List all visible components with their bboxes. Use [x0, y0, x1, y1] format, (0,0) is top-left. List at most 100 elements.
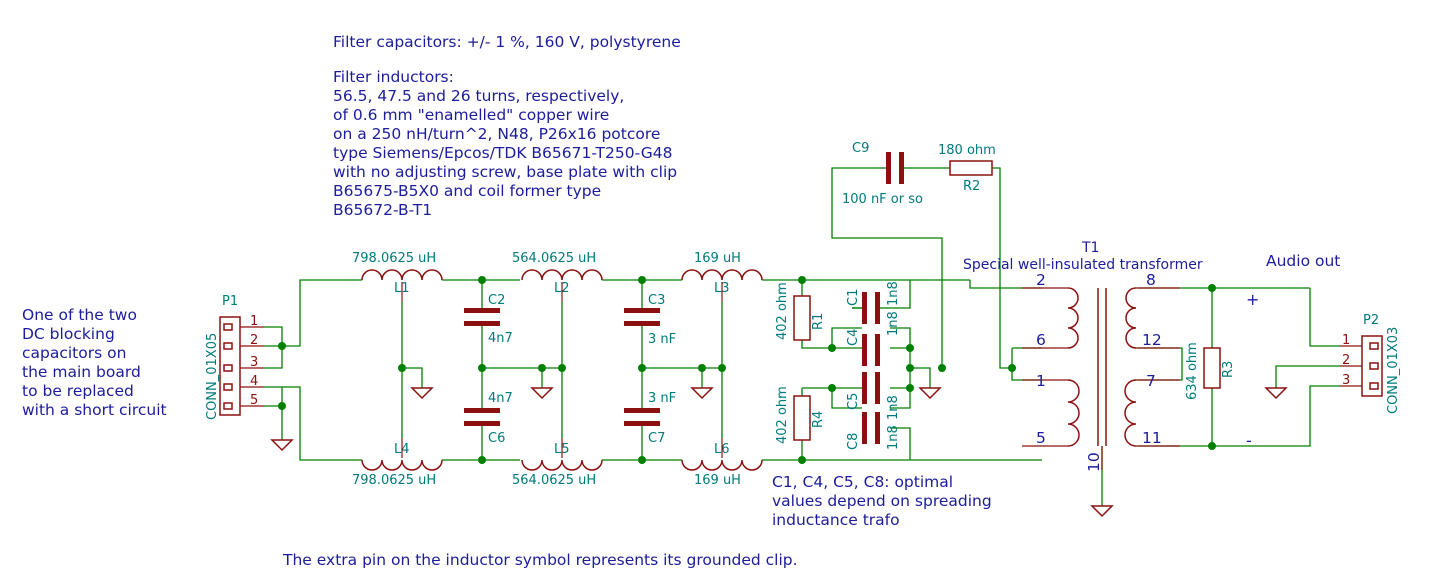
- value-l6: 169 uH: [694, 473, 741, 488]
- inductor-clip-pins: [401, 282, 723, 458]
- junction-dot: [278, 342, 286, 350]
- note-line: inductance trafo: [772, 511, 900, 529]
- ref-r2: R2: [963, 179, 980, 194]
- pin-number: 7: [1146, 372, 1156, 390]
- junction-dot: [938, 364, 946, 372]
- junction-dot: [1208, 442, 1216, 450]
- capacitor-c5: C5 1n8: [846, 372, 901, 420]
- junction-dot: [398, 364, 406, 372]
- note-line: Filter inductors:: [333, 68, 454, 86]
- ref-r4: R4: [811, 411, 826, 428]
- value-l2: 564.0625 uH: [512, 251, 596, 266]
- value-c1: 1n8: [886, 281, 901, 306]
- pin-number: 5: [250, 393, 258, 408]
- junction-dot: [828, 344, 836, 352]
- inductor-l2: 564.0625 uH L2: [512, 251, 603, 296]
- value-l3: 169 uH: [694, 251, 741, 266]
- pin-number: 2: [1342, 353, 1350, 368]
- value-r3: 634 ohm: [1185, 342, 1200, 400]
- capacitor-c6: 4n7 C6: [464, 391, 513, 446]
- junction-dot: [538, 364, 546, 372]
- ground-icon: [690, 387, 714, 400]
- note-line: 56.5, 47.5 and 26 turns, respectively,: [333, 87, 624, 105]
- ground-icon: [530, 387, 554, 400]
- capacitor-c7: 3 nF C7: [624, 391, 676, 446]
- note-line: C1, C4, C5, C8: optimal: [772, 473, 953, 491]
- ref-p1: P1: [222, 294, 238, 309]
- note-line: B65675-B5X0 and coil former type: [333, 182, 601, 200]
- note-line: DC blocking: [22, 325, 115, 343]
- label-minus: -: [1246, 431, 1252, 450]
- ground-icon: [1264, 387, 1288, 400]
- junction-dot: [478, 276, 486, 284]
- connector-p1: 1 2 3 4 5 P1 CONN_01X05: [205, 294, 264, 420]
- capacitor-c9: C9 100 nF or so: [842, 141, 923, 207]
- junction-dot: [798, 276, 806, 284]
- capacitor-c1: C1 1n8: [846, 281, 901, 324]
- value-c7: 3 nF: [648, 391, 676, 406]
- capacitor-c3: C3 3 nF: [624, 293, 676, 347]
- ref-c4: C4: [846, 329, 861, 346]
- note-line: B65672-B-T1: [333, 201, 432, 219]
- ref-c9: C9: [852, 141, 869, 156]
- capacitor-c8: C8 1n8: [846, 412, 901, 450]
- junction-dot: [278, 402, 286, 410]
- junction-dot: [798, 456, 806, 464]
- note-line: the main board: [22, 363, 141, 381]
- pin-number: 12: [1142, 331, 1162, 349]
- ref-c1: C1: [846, 289, 861, 306]
- ref-c5: C5: [846, 393, 861, 410]
- note-line: to be replaced: [22, 382, 134, 400]
- ref-t1: T1: [1081, 240, 1099, 256]
- note-optimal-values: C1, C4, C5, C8: optimal values depend on…: [772, 473, 992, 529]
- ref-r1: R1: [811, 313, 826, 330]
- transformer-t1: T1 Special well-insulated transformer 2 …: [963, 240, 1203, 472]
- pin-number: 1: [1342, 333, 1350, 348]
- pin-number: 4: [250, 374, 258, 389]
- note-line: type Siemens/Epcos/TDK B65671-T250-G48: [333, 144, 672, 162]
- note-line: capacitors on: [22, 344, 126, 362]
- capacitor-c2: C2 4n7: [464, 293, 513, 346]
- pin-number: 1: [250, 314, 258, 329]
- value-l1: 798.0625 uH: [352, 251, 436, 266]
- value-c8: 1n8: [886, 425, 901, 450]
- value-r2: 180 ohm: [938, 143, 996, 158]
- pin-number: 3: [250, 355, 258, 370]
- value-p1: CONN_01X05: [205, 333, 220, 420]
- junction-dot: [478, 364, 486, 372]
- value-r4: 402 ohm: [775, 386, 790, 444]
- pin-number: 10: [1085, 452, 1103, 472]
- value-c9: 100 nF or so: [842, 192, 923, 207]
- junction-dot: [478, 456, 486, 464]
- connector-body: [1361, 335, 1383, 397]
- value-r1: 402 ohm: [775, 282, 790, 340]
- note-extra-pin: The extra pin on the inductor symbol rep…: [282, 551, 798, 569]
- ref-r3: R3: [1221, 361, 1236, 378]
- pin-number: 5: [1036, 429, 1046, 447]
- junction-dot: [718, 364, 726, 372]
- junction-dot: [1008, 364, 1016, 372]
- pin-number: 6: [1036, 331, 1046, 349]
- ground-icon: [410, 387, 434, 400]
- pin-number: 2: [250, 333, 258, 348]
- pin-number: 8: [1146, 271, 1156, 289]
- note-line: on a 250 nH/turn^2, N48, P26x16 potcore: [333, 125, 660, 143]
- ground-icon: [918, 387, 942, 400]
- junction-dot: [558, 364, 566, 372]
- junction-dot: [906, 344, 914, 352]
- ref-c2: C2: [488, 293, 505, 308]
- connector-p2: 1 2 3 P2 CONN_01X03: [1340, 313, 1401, 414]
- value-t1: Special well-insulated transformer: [963, 257, 1203, 273]
- value-c3: 3 nF: [648, 332, 676, 347]
- pin-number: 3: [1342, 373, 1350, 388]
- label-audio-out: Audio out: [1266, 252, 1340, 270]
- value-l4: 798.0625 uH: [352, 473, 436, 488]
- label-plus: +: [1246, 290, 1259, 309]
- value-c2: 4n7: [488, 331, 513, 346]
- note-filter-inductors: Filter inductors: 56.5, 47.5 and 26 turn…: [333, 68, 677, 219]
- ground-icon: [1090, 505, 1114, 518]
- ground-icon: [270, 439, 294, 452]
- value-l5: 564.0625 uH: [512, 473, 596, 488]
- pin-number: 11: [1142, 429, 1162, 447]
- junction-dot: [698, 364, 706, 372]
